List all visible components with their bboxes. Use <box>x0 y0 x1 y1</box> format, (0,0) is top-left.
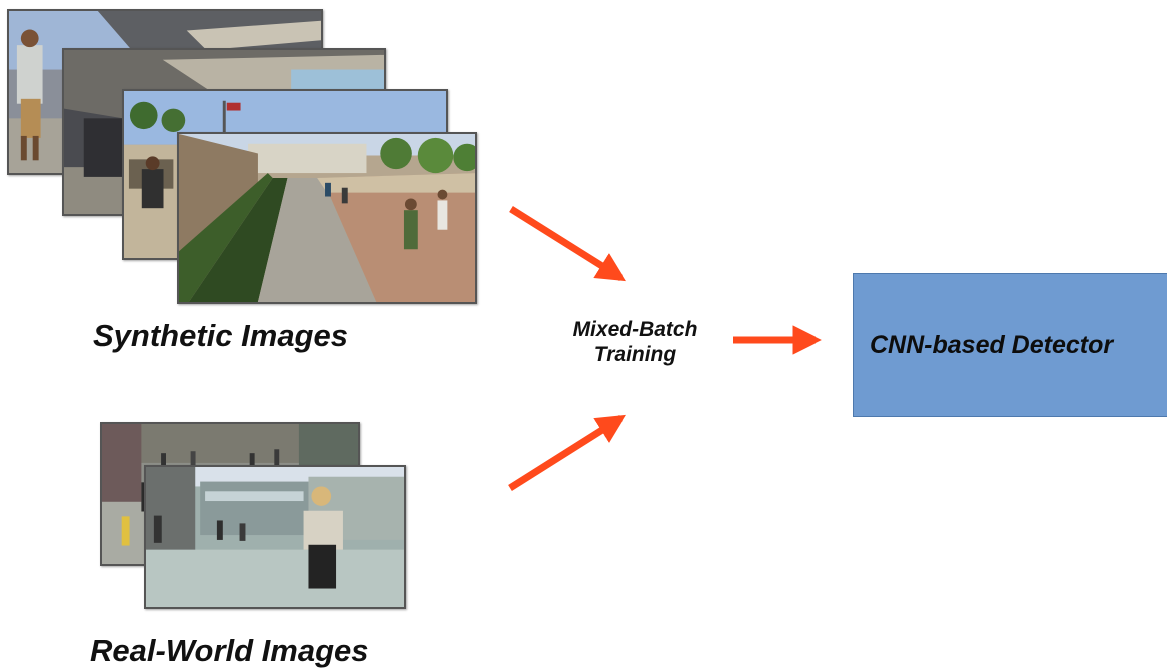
training-label-line-2: Training <box>593 343 677 366</box>
mixed-batch-training-label: Mixed-Batch Training <box>555 317 715 367</box>
cnn-detector-label: CNN-based Detector <box>870 330 1114 359</box>
synthetic-images-label: Synthetic Images <box>93 318 348 353</box>
synthetic-image-4 <box>177 132 477 304</box>
real-world-images-label: Real-World Images <box>90 633 369 668</box>
real-world-image-2 <box>144 465 406 609</box>
cnn-detector-box: CNN-based Detector <box>853 273 1167 417</box>
synthetic-to-training-arrow <box>509 206 626 282</box>
real-to-training-arrow <box>508 414 626 491</box>
training-label-line-1: Mixed-Batch <box>572 318 698 341</box>
